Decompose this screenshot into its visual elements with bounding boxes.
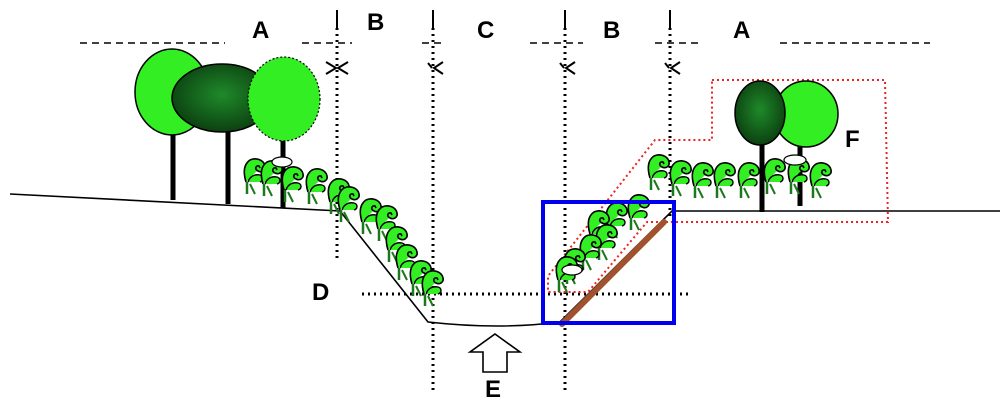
right-bank-shrubs: [647, 153, 833, 200]
flow-label: E: [485, 376, 501, 400]
double-chevron-icon: [325, 61, 681, 75]
right-tree-group: [734, 80, 839, 212]
left-tree-group: [134, 48, 321, 208]
zone-boundaries: [335, 28, 672, 390]
zone-b-right-label: B: [603, 17, 620, 44]
tree-crown-dark: [734, 80, 786, 146]
restoration-area-outline: [547, 79, 890, 293]
restoration-area-label: F: [845, 126, 860, 153]
slope-shrubs: [555, 193, 651, 294]
zone-a-left-label: A: [252, 17, 269, 44]
zone-b-left-label: B: [367, 9, 384, 36]
tree-crown-light: [247, 56, 321, 142]
zone-c-label: C: [477, 17, 494, 44]
bank-brace: [559, 219, 667, 327]
zone-a-right-label: A: [733, 17, 750, 44]
left-bank-shrubs: [243, 156, 445, 308]
ground-profile: [9, 193, 1000, 327]
highlight-box: [541, 200, 676, 325]
up-arrow-outline-icon: [467, 333, 523, 373]
water-level-label: D: [312, 279, 329, 306]
